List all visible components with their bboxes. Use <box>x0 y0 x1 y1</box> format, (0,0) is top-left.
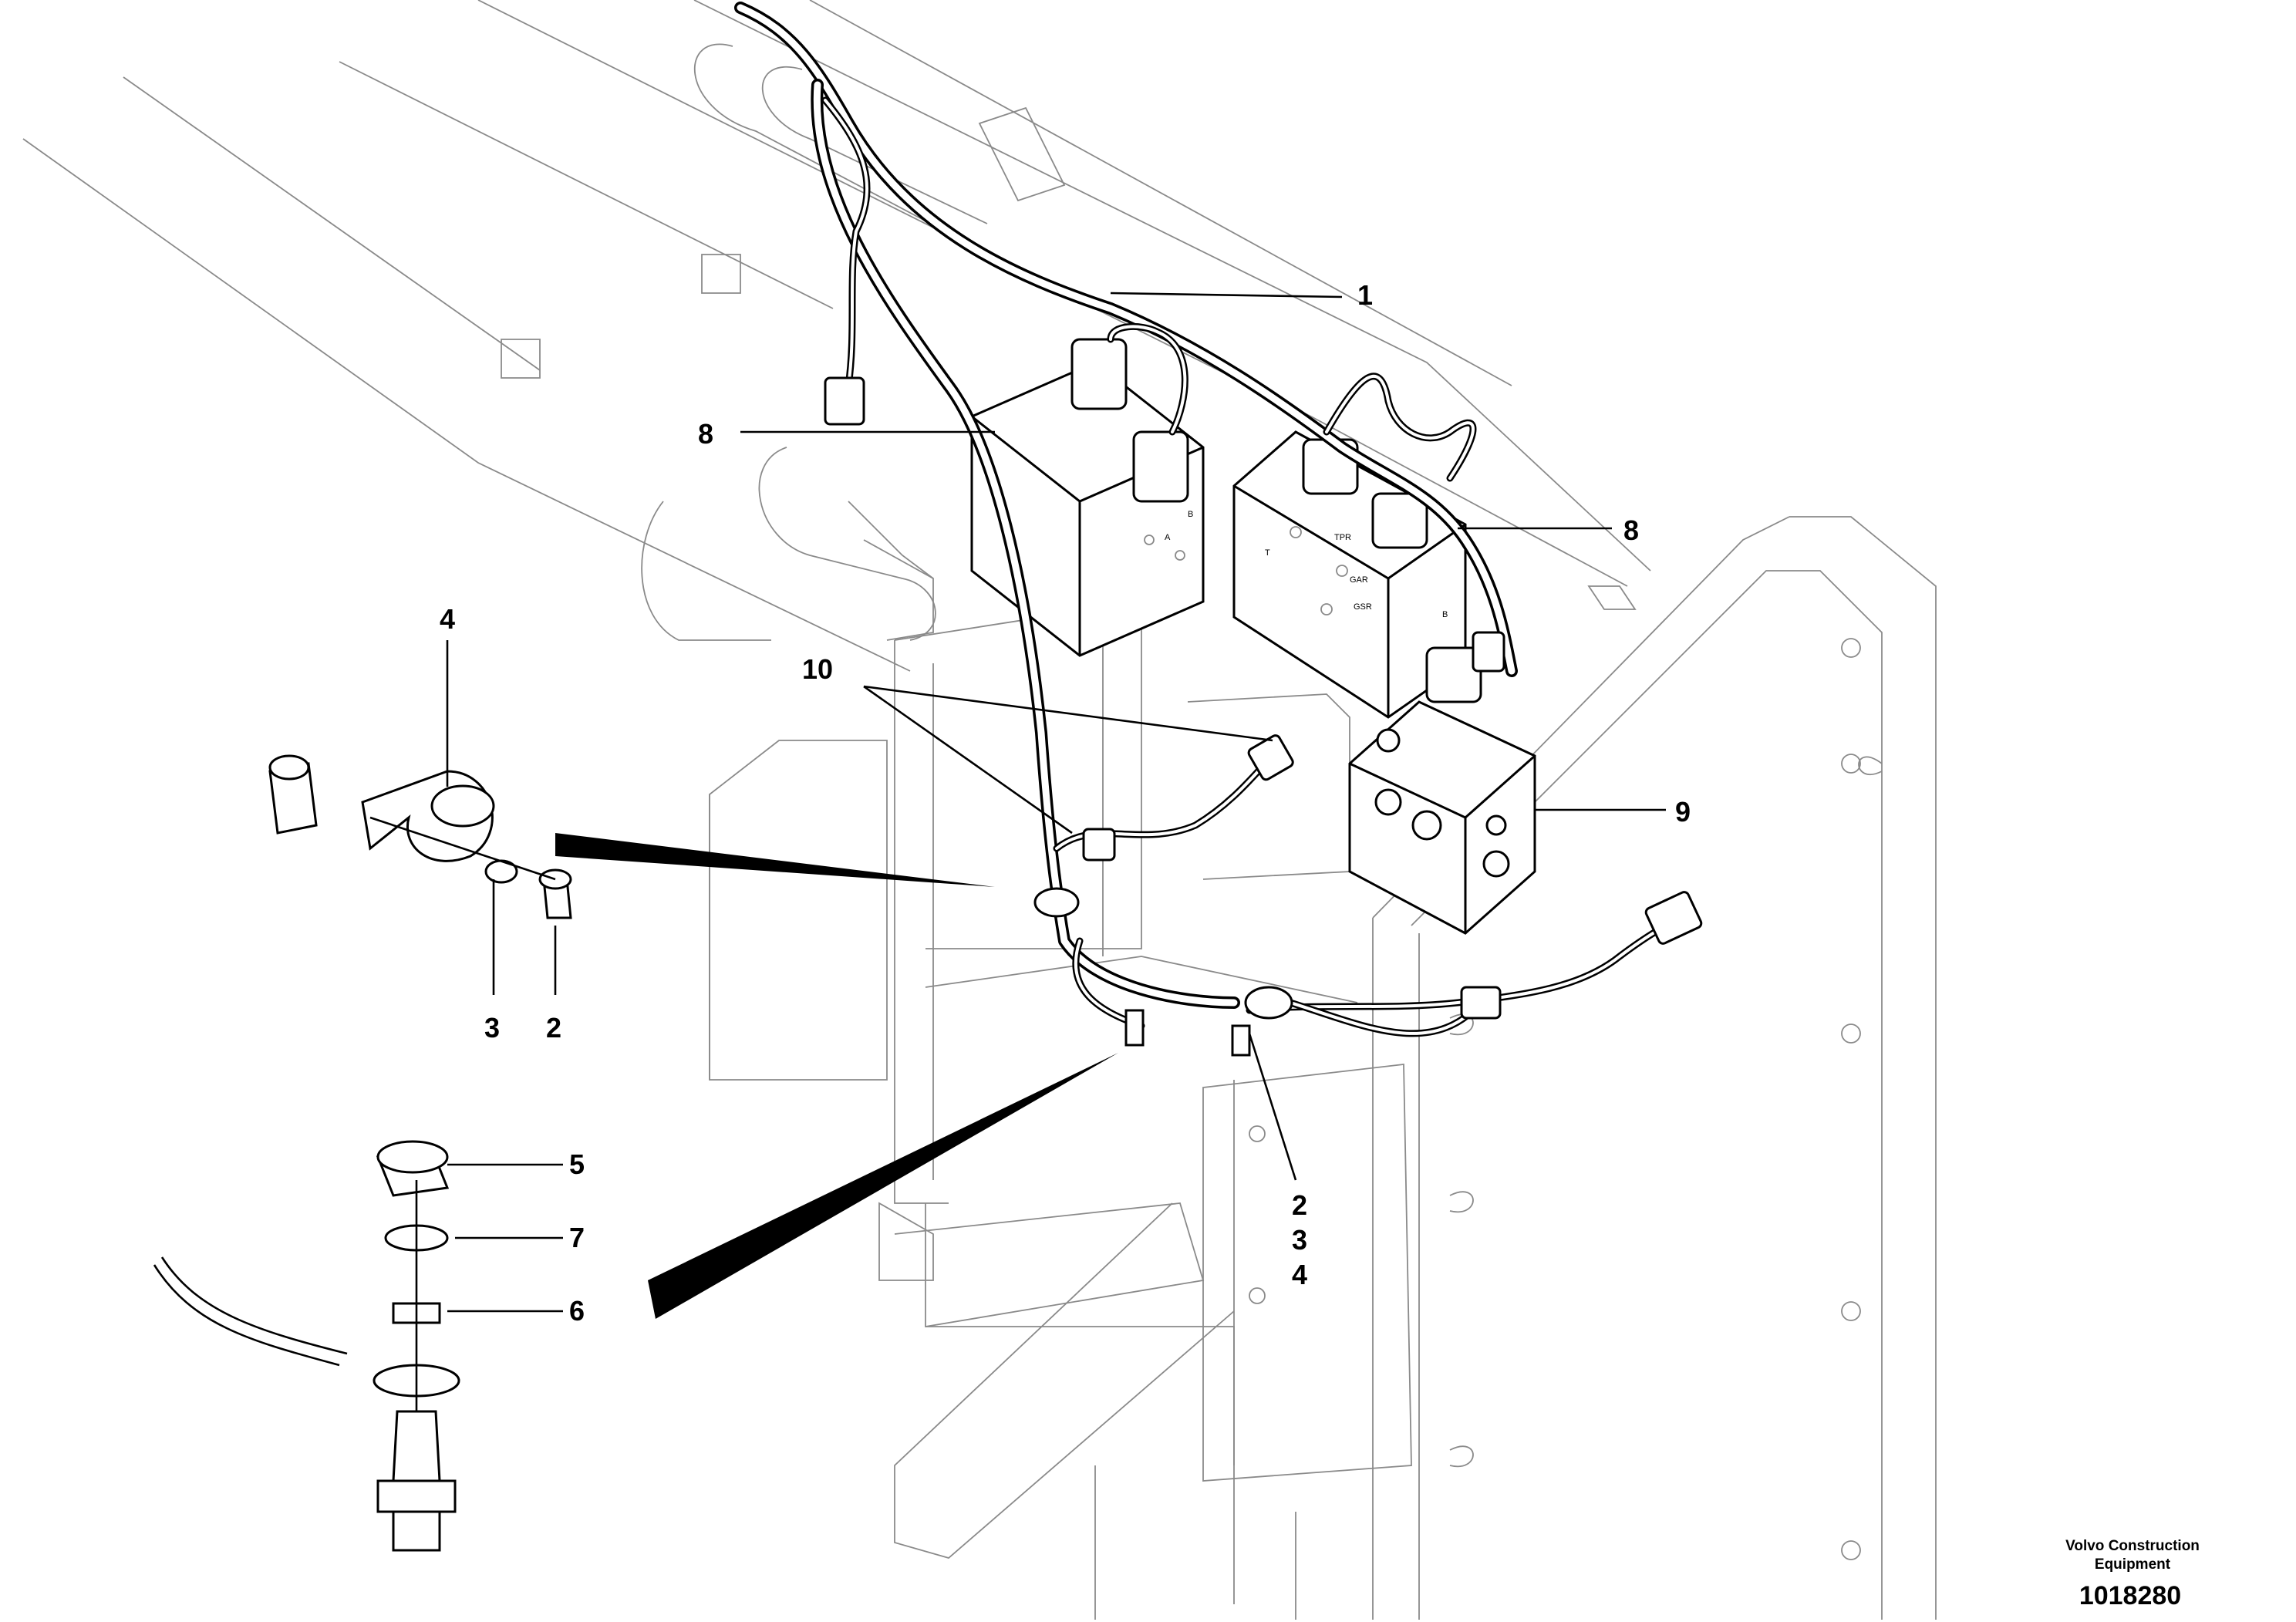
port-gsr-label: GSR <box>1354 602 1372 612</box>
callout-8-right: 8 <box>1623 514 1639 546</box>
caption-company-line2: Equipment <box>2095 1556 2171 1573</box>
port-gar-label: GAR <box>1350 575 1368 585</box>
valve-block-right: TPR T GAR GSR B <box>1232 430 1467 719</box>
connectors <box>824 376 1703 1020</box>
branch-wires <box>821 96 1685 1037</box>
callout-2: 2 <box>546 1012 561 1044</box>
counterweight-plate <box>1372 516 1937 1620</box>
callout-6: 6 <box>569 1295 585 1327</box>
leader-lines <box>446 292 1666 1313</box>
installed-clamps <box>1033 887 1293 1057</box>
port-tpr-label: TPR <box>1334 533 1351 542</box>
port-t-label: T <box>1265 548 1270 558</box>
ground-terminal-exploded <box>153 1140 460 1552</box>
port-b2-label: B <box>1442 610 1448 619</box>
callout-7: 7 <box>569 1222 585 1253</box>
callout-4-group: 4 <box>1292 1259 1307 1290</box>
callout-labels: 1 8 8 9 10 4 3 2 5 7 6 2 3 4 <box>440 279 1691 1327</box>
callout-9: 9 <box>1675 796 1691 828</box>
boom-structure <box>22 0 1651 672</box>
callout-2-group: 2 <box>1292 1189 1307 1221</box>
callout-5: 5 <box>569 1148 585 1180</box>
callout-3-group: 3 <box>1292 1224 1307 1256</box>
figure-caption: Volvo Construction Equipment 1018280 <box>2065 1538 2200 1610</box>
frame-block-left <box>709 740 888 1081</box>
assembly-pointers <box>555 833 1118 1319</box>
callout-8-left: 8 <box>698 418 713 450</box>
frame-plate-mid <box>1202 1063 1412 1482</box>
clamp-assembly-exploded <box>268 754 572 919</box>
figure-number: 1018280 <box>2079 1581 2181 1610</box>
port-b-label: B <box>1188 510 1193 519</box>
callout-10: 10 <box>802 653 833 685</box>
caption-company-line1: Volvo Construction <box>2065 1538 2200 1554</box>
valve-block-9 <box>1348 646 1536 935</box>
port-a-label: A <box>1165 533 1171 542</box>
main-harness <box>734 2 1518 1009</box>
callout-1: 1 <box>1357 279 1373 311</box>
callout-3: 3 <box>484 1012 500 1044</box>
callout-4: 4 <box>440 603 455 635</box>
valve-block-left: A B <box>970 338 1205 657</box>
